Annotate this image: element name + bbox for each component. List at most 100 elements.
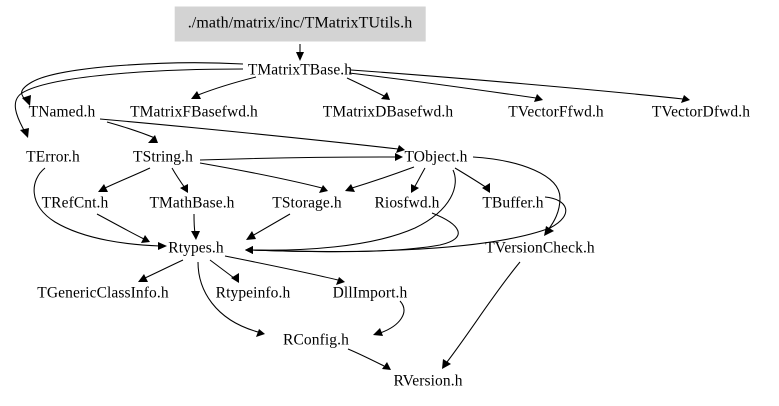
node-tvector-ffwd[interactable]: TVectorFfwd.h [508,103,604,121]
edge-tobject-to-riosfwd-line [413,167,426,189]
edge-tmatrixtbase-to-tmatrixfbasefwd-line [197,76,257,96]
edge-tobject-to-tstorage-line [351,166,415,189]
edge-terror-to-rtypes [33,167,167,250]
edge-terror-to-rtypes-arrowhead [158,242,167,250]
node-tbuffer[interactable]: TBuffer.h [482,194,544,212]
edge-tmatrixtbase-to-tmatrixdbasefwd-line [346,77,385,97]
edge-tstring-to-tmathbase-arrowhead [180,184,188,193]
edge-tmatrixtbase-to-tmatrixdbasefwd [346,77,390,100]
edge-tstring-to-tobject-line [199,156,397,161]
node-tref-cnt[interactable]: TRefCnt.h [41,194,109,212]
edge-tmathbase-to-rtypes-line [193,213,196,234]
edge-rtypes-to-tgenericclassinfo [138,259,184,282]
node-tversion-check[interactable]: TVersionCheck.h [485,239,595,257]
edge-rtypes-to-dllimport-arrowhead [336,277,345,285]
edge-tobject-to-tversioncheck [472,156,561,236]
node-tstring[interactable]: TString.h [133,148,193,166]
edge-rconfig-to-rversion-arrowhead [382,362,391,370]
node-tmatrix-tbase[interactable]: TMatrixTBase.h [247,61,353,79]
edge-tnamed-to-tstring-arrowhead [148,135,158,143]
edge-tnamed-to-tobject-arrowhead [396,145,405,153]
edge-riosfwd-to-rtypes [245,212,459,254]
edge-dllimport-to-rconfig-arrowhead [373,328,383,336]
edge-root-to-tmatrixtbase-arrowhead [296,52,304,61]
edge-tobject-to-rtypes [245,169,456,254]
edge-tstring-to-trefcnt-line [104,167,151,189]
edge-tstring-to-tobject-arrowhead [395,153,403,161]
node-tmatrix-fbasefwd[interactable]: TMatrixFBasefwd.h [130,103,258,121]
edge-tmatrixtbase-to-terror [14,68,244,138]
node-tobject[interactable]: TObject.h [404,148,468,166]
edge-rconfig-to-rversion [347,348,391,370]
edge-tobject-to-riosfwd-arrowhead [411,184,419,193]
edge-tmatrixtbase-to-tvectorffwd-line [348,72,537,99]
node-rversion[interactable]: RVersion.h [393,372,463,390]
edge-tbuffer-to-rtypes-line [251,196,567,253]
edge-tbuffer-to-rtypes [245,196,567,254]
node-rtypes[interactable]: Rtypes.h [168,239,224,257]
edge-rconfig-to-rversion-line [347,348,385,367]
edge-tbuffer-to-rtypes-arrowhead [245,246,253,254]
edge-trefcnt-to-rtypes-line [96,213,145,240]
node-tmath-base[interactable]: TMathBase.h [149,194,235,212]
node-tmatrix-dbasefwd[interactable]: TMatrixDBasefwd.h [322,103,454,121]
edge-tobject-to-riosfwd [411,167,426,193]
edge-tmatrixtbase-to-tmatrixfbasefwd-arrowhead [191,91,201,99]
edge-tstring-to-tstorage-line [199,162,323,189]
edge-tstring-to-trefcnt [98,167,151,192]
edge-dllimport-to-rconfig-line [379,300,405,334]
edge-trefcnt-to-rtypes-arrowhead [141,235,150,243]
edge-tmathbase-to-rtypes-arrowhead [191,231,200,240]
edge-tmatrixtbase-to-tvectordfwd-line [350,69,684,100]
node-rconfig[interactable]: RConfig.h [283,331,349,349]
edge-tobject-to-tstorage [345,166,415,192]
edge-rtypes-to-tgenericclassinfo-line [144,259,184,279]
edge-tmathbase-to-rtypes [191,213,200,240]
edge-tmatrixtbase-to-tvectorffwd-arrowhead [534,94,543,102]
edge-trefcnt-to-rtypes [96,213,150,243]
edge-tmatrixtbase-to-tmatrixfbasefwd [191,76,257,99]
edge-tobject-to-tbuffer [454,167,490,193]
node-riosfwd[interactable]: Riosfwd.h [374,194,440,212]
edge-tstring-to-tmathbase-line [171,167,186,189]
edge-tobject-to-tbuffer-arrowhead [482,183,490,193]
node-rtypeinfo[interactable]: Rtypeinfo.h [215,284,291,302]
edge-tmatrixtbase-to-tvectordfwd-arrowhead [681,95,690,103]
node-tvector-dfwd[interactable]: TVectorDfwd.h [651,103,751,121]
edge-rtypes-to-dllimport-line [224,255,339,281]
edge-tstorage-to-rtypes-arrowhead [246,231,256,240]
edge-tobject-to-tversioncheck-line [472,156,561,231]
edge-tmatrixtbase-to-tmatrixdbasefwd-arrowhead [381,92,390,100]
edge-tobject-to-tbuffer-line [454,167,488,189]
edge-rtypes-to-rconfig-arrowhead [256,329,265,337]
edge-rtypes-to-dllimport [224,255,345,285]
edge-tversioncheck-to-rversion [442,261,521,369]
edge-rtypes-to-rconfig [197,261,265,337]
edge-tstring-to-trefcnt-arrowhead [98,184,108,192]
edge-tmatrixtbase-to-terror-arrowhead [20,128,29,138]
edge-tversioncheck-to-rversion-line [446,261,521,363]
edge-tmatrixtbase-to-tvectorffwd [348,72,543,102]
edge-rtypes-to-rconfig-line [197,261,259,333]
edge-tnamed-to-tobject [99,118,405,153]
edge-tobject-to-tstorage-arrowhead [345,184,355,192]
node-tnamed[interactable]: TNamed.h [28,103,96,121]
edge-tstorage-to-rtypes [246,213,291,240]
edge-root-to-tmatrixtbase [296,44,304,61]
edge-tstring-to-tstorage [199,162,328,193]
edge-tstring-to-tstorage-arrowhead [319,185,328,193]
edge-rtypes-to-rtypeinfo-line [209,259,235,279]
edge-tobject-to-tversioncheck-arrowhead [544,226,554,236]
edge-tmatrixtbase-to-terror-line [14,68,244,133]
edge-tmatrixtbase-to-tvectordfwd [350,69,690,103]
edge-terror-to-rtypes-line [33,167,161,247]
node-dll-import[interactable]: DllImport.h [332,284,408,302]
edge-tnamed-to-tobject-line [99,118,399,150]
edge-tmatrixtbase-to-tnamed-arrowhead [22,95,31,106]
node-tgeneric-class-info[interactable]: TGenericClassInfo.h [37,284,169,302]
node-root: ./math/matrix/inc/TMatrixTUtils.h [174,6,426,42]
node-terror[interactable]: TError.h [26,148,80,166]
node-tstorage[interactable]: TStorage.h [272,194,342,212]
